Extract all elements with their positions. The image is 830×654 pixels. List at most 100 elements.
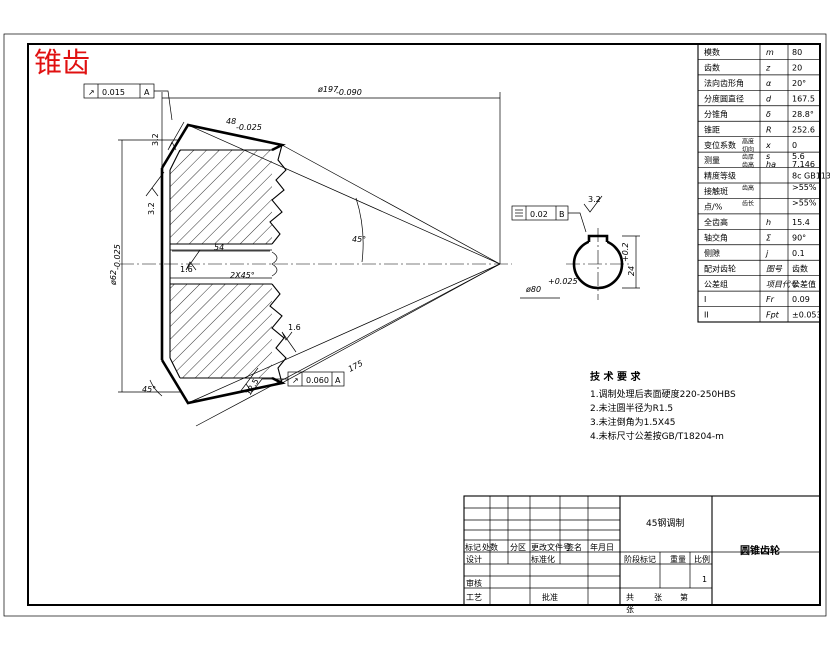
bore-length-label: 54 xyxy=(214,243,224,252)
keyway-depth-tol: +0.2 xyxy=(621,243,630,262)
roughness-r6: 3.2 xyxy=(588,195,601,204)
param-name: 轴交角 xyxy=(704,232,728,242)
param-name: I xyxy=(704,295,706,304)
runout-frame-top: ↗ 0.015 A xyxy=(83,83,173,121)
param-sub2: 切向 xyxy=(742,145,754,153)
param-value: 8c GB11365 xyxy=(792,172,830,181)
hub-dia-tol: -0.025 xyxy=(113,244,122,270)
param-symbol: x xyxy=(765,141,771,150)
param-sub1: 齿高 xyxy=(742,184,754,192)
bore-dia-tol: +0.025 xyxy=(548,277,578,286)
tb-rev-sign: 签名 xyxy=(566,542,582,552)
roughness-r3: 1.6 xyxy=(180,265,193,274)
param-symbol-2: ha xyxy=(766,160,776,169)
face-width-label: 48 xyxy=(226,117,236,126)
tb-part-name: 圆锥齿轮 xyxy=(740,544,780,557)
outer-dia-label: ø197 xyxy=(317,85,339,94)
svg-text:↗: ↗ xyxy=(88,88,95,97)
param-symbol: z xyxy=(765,64,771,73)
param-symbol: d xyxy=(766,94,772,103)
param-value-1: 5.6 xyxy=(792,152,805,161)
param-name: 公差组 xyxy=(704,279,728,289)
tb-approve: 批准 xyxy=(542,592,558,602)
param-symbol: δ xyxy=(766,110,771,119)
param-value: 90° xyxy=(792,233,806,242)
param-value: 公差值 xyxy=(792,279,816,289)
param-symbol: h xyxy=(766,218,771,227)
tech-req-item-1: 1.调制处理后表面硬度220-250HBS xyxy=(590,388,736,400)
param-sub1: 高度 xyxy=(742,138,754,146)
param-value: 20 xyxy=(792,64,802,73)
svg-text:↗: ↗ xyxy=(292,376,299,385)
param-name: 变位系数 xyxy=(704,140,736,150)
title-block: 45钢调制 圆锥齿轮 标记 处数 分区 更改文件号 签名 年月日 设计 标准化 … xyxy=(463,495,821,614)
param-name: 侧隙 xyxy=(704,248,720,258)
runout-frame-bottom: ↗ 0.060 A xyxy=(251,371,345,393)
param-name: 接触斑 xyxy=(704,186,728,196)
tb-stage: 阶段标记 xyxy=(624,554,656,564)
face-width-tol: -0.025 xyxy=(236,123,262,132)
chamfer-label: 2X45° xyxy=(230,271,255,280)
param-symbol: m xyxy=(766,48,774,57)
param-name: 精度等级 xyxy=(704,171,736,181)
roughness-r2: 3.2 xyxy=(147,202,156,215)
param-value: 80 xyxy=(792,48,802,57)
param-value: 28.8° xyxy=(792,110,814,119)
tb-sheet-no: 第 xyxy=(680,592,688,602)
gear-section xyxy=(120,123,512,405)
runout-top-ref: A xyxy=(144,88,150,97)
param-value: 齿数 xyxy=(792,263,808,273)
tech-req-item-2: 2.未注圆半径为R1.5 xyxy=(590,402,673,414)
param-symbol: α xyxy=(766,79,772,88)
symmetry-frame: 0.02 B xyxy=(511,205,587,233)
tech-req-heading: 技 术 要 求 xyxy=(590,370,641,383)
tb-weight: 重量 xyxy=(670,554,686,564)
param-name: 分锥角 xyxy=(704,109,728,119)
param-value: 252.6 xyxy=(792,125,815,134)
title-stamp: 锥齿 xyxy=(34,46,90,79)
tb-rev-mark: 标记 xyxy=(465,542,481,552)
runout-bottom-ref: A xyxy=(335,376,341,385)
keyway-view: 24 +0.2 xyxy=(566,228,640,300)
tb-review: 审核 xyxy=(466,578,482,588)
runout-top-value: 0.015 xyxy=(102,88,125,97)
param-symbol: 项目代号 xyxy=(766,280,799,289)
tb-material: 45钢调制 xyxy=(646,517,684,529)
tech-requirements: 技 术 要 求 1.调制处理后表面硬度220-250HBS 2.未注圆半径为R1… xyxy=(590,370,736,442)
param-value-2: 7.146 xyxy=(792,160,815,169)
param-name: II xyxy=(704,311,709,320)
tb-rev-doc: 更改文件号 xyxy=(531,542,571,552)
param-name: 齿数 xyxy=(704,63,720,73)
runout-bottom-value: 0.060 xyxy=(306,376,329,385)
param-name: 锥距 xyxy=(704,124,720,134)
sheet-border xyxy=(3,33,827,617)
param-symbol: j xyxy=(765,249,769,258)
param-symbol-1: s xyxy=(766,152,770,161)
tb-rev-count: 处数 xyxy=(482,542,498,552)
param-value: 167.5 xyxy=(792,94,815,103)
tb-scale: 比例 xyxy=(694,554,710,564)
tb-scale-value: 1 xyxy=(702,575,707,584)
dimensions: ø197 -0.090 48 -0.025 ø62 -0.025 54 2X45… xyxy=(109,85,578,427)
drawing-frame xyxy=(27,43,821,606)
tech-req-item-3: 3.未注倒角为1.5X45 xyxy=(590,416,676,428)
param-symbol: Fr xyxy=(766,295,775,304)
param-symbol: R xyxy=(766,125,772,134)
keyway-depth-label: 24 xyxy=(627,266,636,276)
param-symbol: Σ xyxy=(766,233,772,242)
param-name: 点/% xyxy=(704,203,723,212)
param-name: 配对齿轮 xyxy=(704,263,736,273)
param-name: 测量 xyxy=(704,156,720,165)
roughness-r1: 3.2 xyxy=(151,133,160,146)
outer-dia-tol: -0.090 xyxy=(336,88,362,97)
tb-design: 设计 xyxy=(466,554,482,564)
param-value: ±0.053 xyxy=(792,311,822,320)
param-sub1: 齿厚 xyxy=(742,153,754,161)
param-symbol: Fpt xyxy=(766,311,780,320)
hub-dia-label: ø62 xyxy=(109,270,118,286)
tb-std: 标准化 xyxy=(531,554,555,564)
roughness-r4: 1.6 xyxy=(288,323,301,332)
param-name: 法向齿形角 xyxy=(704,78,744,88)
symmetry-value: 0.02 xyxy=(530,210,548,219)
